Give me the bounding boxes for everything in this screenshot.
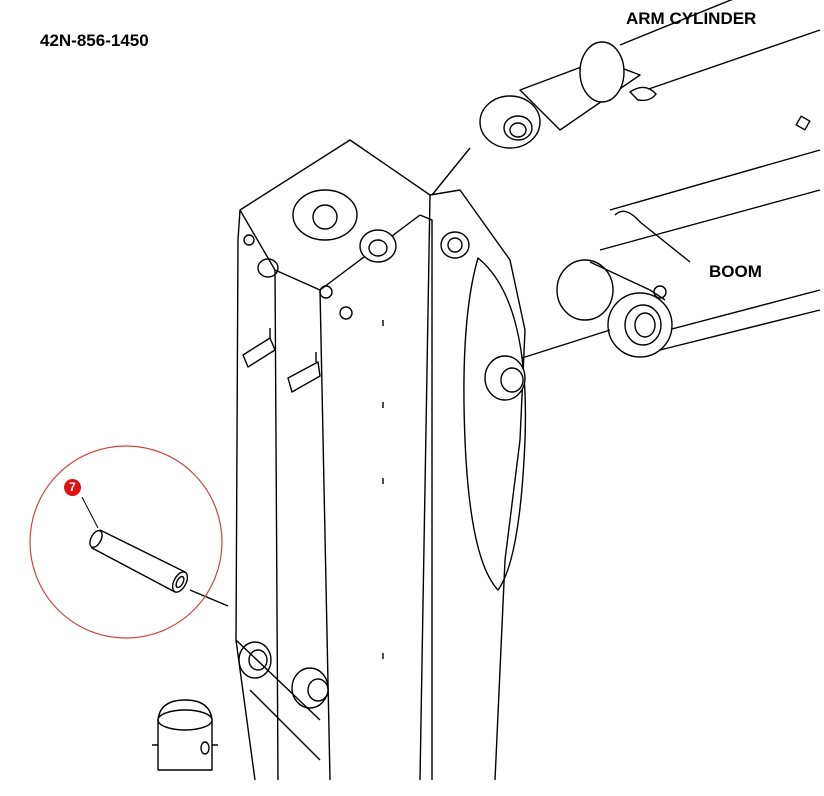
bucket-cylinder-drawing	[152, 699, 218, 771]
arm-cylinder-label: ARM CYLINDER	[626, 9, 757, 28]
part-number: 42N-856-1450	[40, 31, 149, 50]
boom-label: BOOM	[709, 262, 762, 281]
detail-circle	[29, 445, 223, 639]
arm-cylinder-drawing	[431, 0, 821, 196]
pin-part-7-drawing	[81, 496, 229, 607]
arm-body-drawing	[235, 139, 527, 781]
callout-badge-7[interactable]: 7	[64, 479, 81, 496]
boom-drawing	[521, 115, 821, 359]
